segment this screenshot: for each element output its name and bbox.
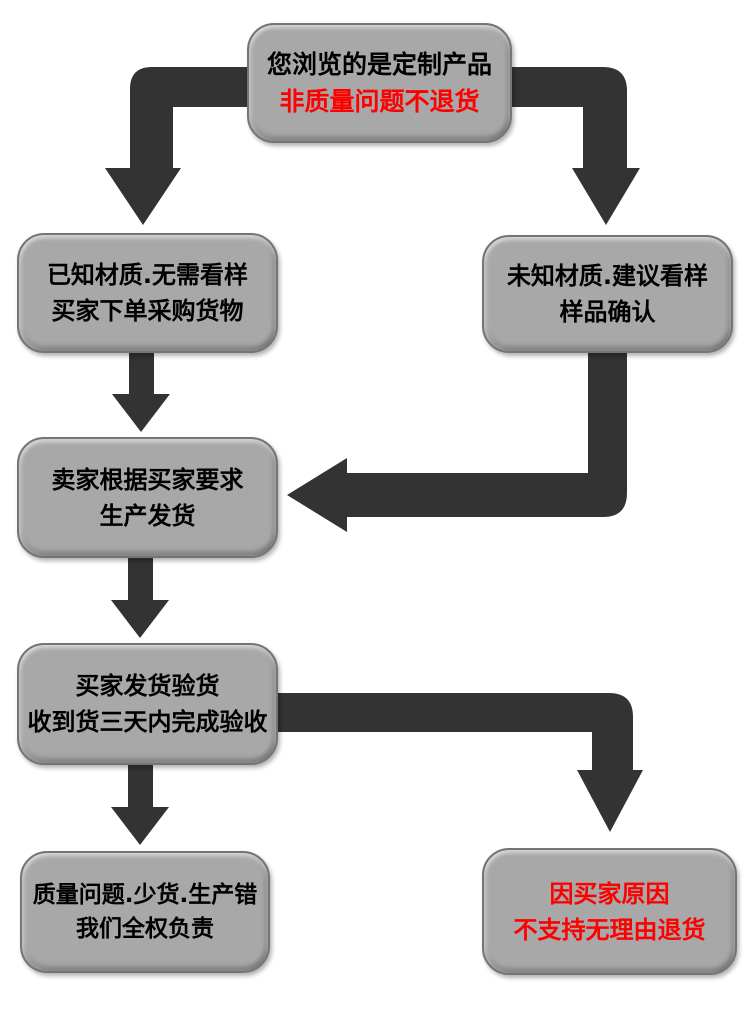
node-quality-issue-line1: 质量问题.少货.生产错 [32,881,258,908]
node-buyer-reason-line1: 因买家原因 [549,879,670,908]
node-produce-ship-line2: 生产发货 [99,501,196,530]
node-buyer-reason-line2: 不支持无理由退货 [513,915,706,944]
arrow-top-to-unknown-icon [505,67,640,225]
node-unknown-material: 未知材质.建议看样 样品确认 [482,235,733,353]
node-quality-issue: 质量问题.少货.生产错 我们全权负责 [20,851,270,973]
node-known-material-line1: 已知材质.无需看样 [46,261,249,289]
arrow-inspect-to-buyer-reason-icon [277,693,643,832]
arrow-inspect-to-quality-icon [111,765,169,845]
node-custom-product-notice-line2: 非质量问题不退货 [279,87,480,116]
node-inspect-goods-line1: 买家发货验货 [75,672,220,700]
arrow-produce-to-inspect-icon [111,558,169,638]
node-buyer-reason: 因买家原因 不支持无理由退货 [482,848,737,975]
node-produce-ship-line1: 卖家根据买家要求 [51,465,244,494]
node-unknown-material-line2: 样品确认 [559,298,656,326]
node-produce-ship: 卖家根据买家要求 生产发货 [17,437,278,558]
node-known-material: 已知材质.无需看样 买家下单采购货物 [17,233,278,353]
node-inspect-goods: 买家发货验货 收到货三天内完成验收 [17,643,278,765]
node-known-material-line2: 买家下单采购货物 [51,297,244,325]
node-custom-product-notice-line1: 您浏览的是定制产品 [266,49,492,79]
arrow-unknown-to-produce-icon [287,353,627,532]
arrow-known-to-produce-icon [112,352,170,432]
node-quality-issue-line2: 我们全权负责 [76,916,214,942]
arrow-top-to-known-icon [105,67,247,225]
node-inspect-goods-line2: 收到货三天内完成验收 [27,708,268,736]
node-custom-product-notice: 您浏览的是定制产品 非质量问题不退货 [247,23,512,143]
node-unknown-material-line1: 未知材质.建议看样 [506,262,709,290]
